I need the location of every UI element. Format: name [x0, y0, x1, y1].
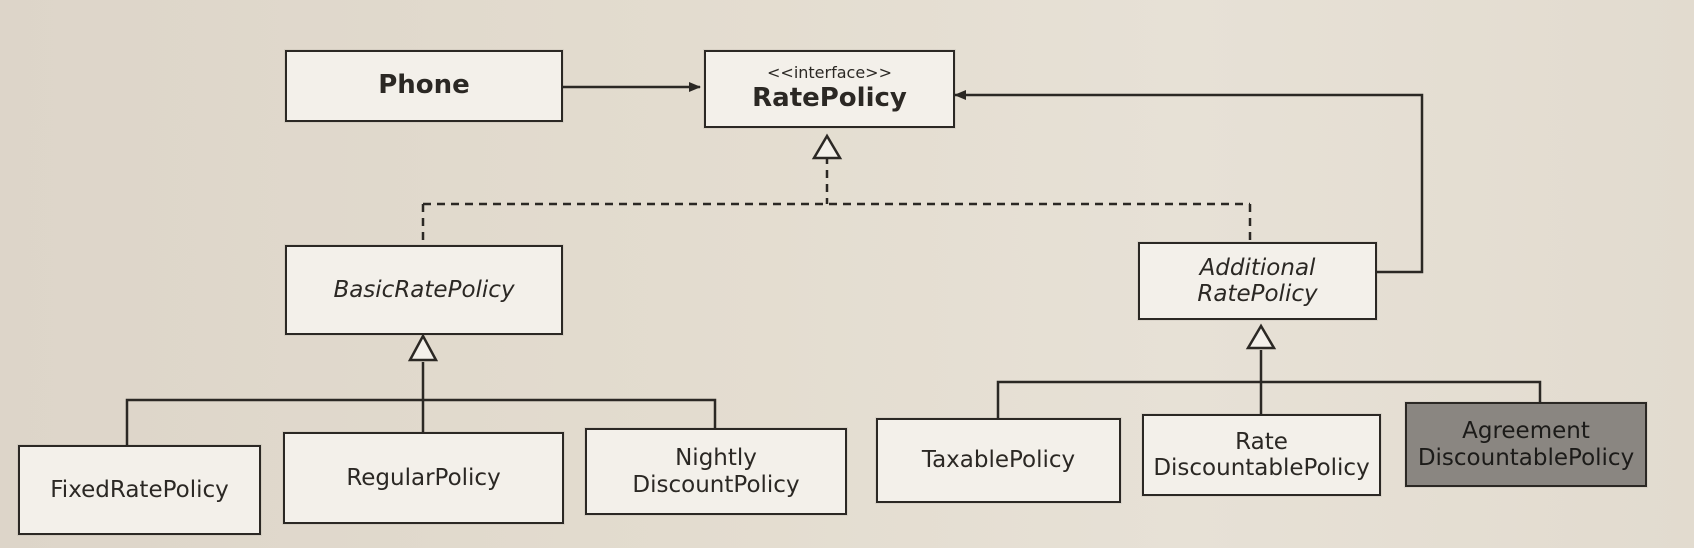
- rate-policy-interface: <<interface>> RatePolicy: [704, 50, 955, 128]
- fixed-rate-policy-class: FixedRatePolicy: [18, 445, 261, 535]
- realization-connector: [421, 133, 1252, 245]
- basic-rate-policy-class: BasicRatePolicy: [285, 245, 563, 335]
- nightly-discount-policy-line1: Nightly: [675, 445, 757, 472]
- generalization-triangle-icon: [407, 333, 439, 362]
- fixed-rate-policy-name: FixedRatePolicy: [50, 476, 229, 503]
- additional-rate-policy-line1: Additional: [1199, 254, 1316, 281]
- rate-discountable-policy-line1: Rate: [1235, 428, 1288, 455]
- generalization-additional: [996, 323, 1542, 418]
- phone-class: Phone: [285, 50, 563, 122]
- taxable-policy-class: TaxablePolicy: [876, 418, 1121, 503]
- basic-rate-policy-name: BasicRatePolicy: [333, 276, 515, 303]
- generalization-basic: [125, 333, 717, 445]
- agreement-discountable-policy-line2: DiscountablePolicy: [1417, 444, 1635, 471]
- phone-label: Phone: [378, 70, 470, 101]
- regular-policy-class: RegularPolicy: [283, 432, 564, 524]
- agreement-discountable-policy-line1: Agreement: [1462, 418, 1590, 445]
- additional-rate-policy-line2: RatePolicy: [1197, 281, 1318, 307]
- interface-stereotype: <<interface>>: [767, 62, 892, 82]
- nightly-discount-policy-line2: DiscountPolicy: [632, 471, 800, 498]
- rate-policy-name: RatePolicy: [752, 83, 907, 114]
- regular-policy-name: RegularPolicy: [346, 464, 501, 491]
- generalization-triangle-icon: [1245, 323, 1277, 350]
- association-arrow-additional: [954, 90, 1424, 274]
- rate-discountable-policy-class: Rate DiscountablePolicy: [1142, 414, 1381, 496]
- agreement-discountable-policy-class: Agreement DiscountablePolicy: [1405, 402, 1647, 487]
- nightly-discount-policy-class: Nightly DiscountPolicy: [585, 428, 847, 515]
- rate-discountable-policy-line2: DiscountablePolicy: [1153, 455, 1370, 481]
- taxable-policy-name: TaxablePolicy: [921, 447, 1076, 474]
- additional-rate-policy-class: Additional RatePolicy: [1138, 242, 1377, 320]
- realization-triangle-icon: [811, 133, 843, 160]
